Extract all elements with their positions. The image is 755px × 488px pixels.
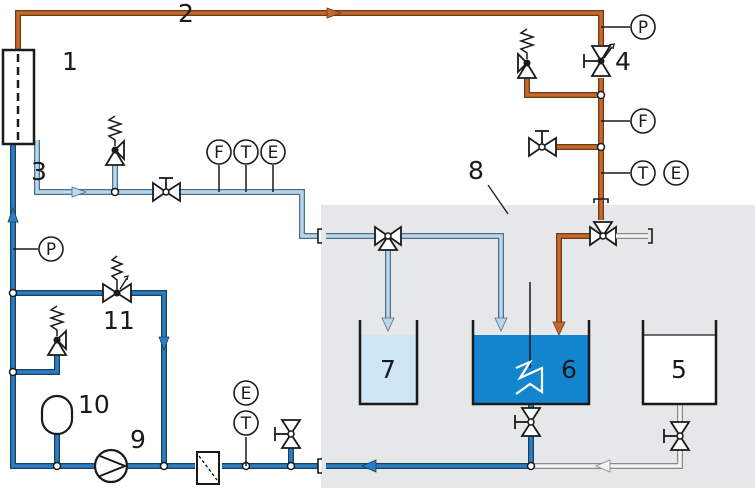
label-7: 7 (380, 355, 396, 384)
label-8: 8 (468, 156, 484, 185)
label-6: 6 (561, 355, 577, 384)
valve-bottom-cold (274, 419, 302, 449)
svg-text:E: E (671, 164, 682, 184)
svg-text:E: E (241, 384, 252, 404)
instrument-f-mid: F (206, 139, 232, 165)
flow-arrow-bypass-down (158, 336, 170, 352)
pipe-end-caps (317, 198, 653, 474)
flow-arrow-return (594, 459, 611, 473)
instrument-t-right: T (630, 160, 656, 186)
label-9: 9 (130, 425, 146, 454)
flow-arrow-to-tank-6-light (494, 317, 508, 332)
valve-3way-light (374, 225, 402, 251)
valve-tank-5-outlet (663, 421, 691, 451)
label-1: 1 (62, 47, 78, 76)
relief-valve-line-3 (104, 115, 126, 166)
instrument-f-right: F (630, 108, 656, 134)
junction-dots (8, 90, 606, 471)
instrument-t-bottom: T (233, 410, 259, 436)
instrument-e-mid: E (260, 139, 286, 165)
instrument-taps (13, 26, 630, 466)
cold-pipes (10, 145, 534, 469)
valve-drain-hot (528, 130, 557, 158)
label-4: 4 (615, 47, 631, 76)
instrument-t-mid: T (233, 139, 259, 165)
label-11: 11 (103, 306, 135, 335)
valve-4 (583, 43, 615, 77)
valve-tank-6-outlet (514, 407, 542, 437)
filter (196, 451, 220, 485)
svg-text:P: P (46, 240, 56, 260)
svg-text:F: F (214, 143, 224, 163)
svg-text:T: T (637, 164, 649, 184)
label-10: 10 (78, 390, 110, 419)
pump-9 (93, 448, 129, 484)
flow-arrow-to-tank-7 (381, 317, 395, 332)
return-pipes (531, 404, 683, 469)
instrument-e-bottom: E (233, 380, 259, 406)
svg-text:F: F (638, 112, 648, 132)
instrument-p-left: P (38, 236, 64, 262)
relief-valve-cold-left (46, 305, 68, 356)
hot-pipes (15, 10, 604, 325)
label-3: 3 (31, 157, 47, 186)
label-5: 5 (671, 355, 687, 384)
svg-text:E: E (268, 143, 279, 163)
instrument-e-right: E (663, 160, 689, 186)
flow-arrow-up-left (7, 206, 19, 223)
valve-line-3 (152, 177, 181, 203)
svg-text:T: T (240, 414, 252, 434)
valve-3way-hot (589, 221, 648, 247)
heater-1 (1, 48, 36, 146)
flow-arrow-to-tank-6 (552, 321, 566, 336)
relief-valve-hot (516, 28, 538, 79)
expansion-vessel-10 (40, 394, 74, 436)
tank-5 (641, 320, 718, 406)
flow-arrow-line-3 (71, 186, 88, 198)
flow-arrow-pipe-2 (326, 7, 343, 19)
svg-text:T: T (240, 143, 252, 163)
label-2: 2 (178, 0, 194, 28)
instrument-p-top: P (630, 14, 656, 40)
flow-arrow-bottom-left (360, 459, 377, 473)
valve-11 (102, 255, 132, 304)
tank-7 (358, 320, 419, 406)
tank-6 (471, 282, 591, 406)
zone-8-leader (487, 184, 509, 215)
svg-text:P: P (638, 18, 648, 38)
